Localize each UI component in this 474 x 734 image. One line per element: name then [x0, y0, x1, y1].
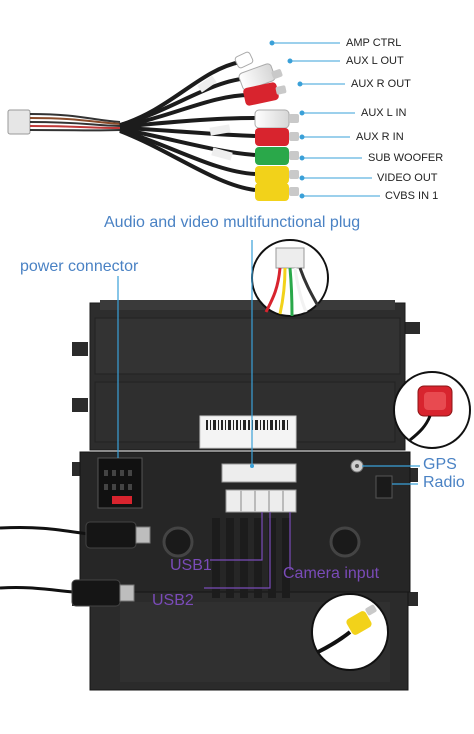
power-socket-pins	[104, 470, 132, 490]
av-socket-lower	[225, 489, 297, 513]
rca-plug-amp-ctrl	[234, 51, 254, 69]
label-cvbs-in-1: CVBS IN 1	[385, 190, 439, 202]
label-video-out: VIDEO OUT	[377, 172, 438, 184]
barcode-bars	[206, 420, 288, 430]
label-sub-woofer: SUB WOOFER	[368, 152, 444, 164]
radio-socket	[375, 475, 393, 499]
heading-av-plug: Audio and video multifunctional plug	[104, 214, 361, 231]
label-power-connector: power connector	[20, 258, 139, 275]
rca-plug-aux-l-in	[254, 109, 299, 129]
rca-plug-cvbs-in	[255, 183, 299, 201]
harness-connector-block	[7, 109, 31, 135]
inset-camera-rca	[311, 593, 389, 671]
harness-tag	[197, 75, 217, 93]
label-amp-ctrl: AMP CTRL	[346, 37, 402, 49]
left-knob	[162, 526, 194, 558]
upper-panel	[94, 317, 401, 375]
harness-tag	[211, 147, 233, 161]
inset-gps-antenna	[393, 371, 471, 449]
unit-callout-lines-purple	[204, 512, 291, 589]
mount-tab	[72, 398, 88, 412]
mount-tab	[72, 342, 88, 356]
harness-cables	[119, 60, 256, 192]
label-aux-r-in: AUX R IN	[356, 131, 404, 143]
label-radio: Radio	[423, 474, 465, 491]
inset-av-plug	[251, 239, 329, 317]
harness-tag	[209, 124, 231, 136]
label-aux-l-out: AUX L OUT	[346, 55, 404, 67]
label-gps: GPS	[423, 456, 457, 473]
av-socket-divisions	[240, 490, 284, 512]
label-camera-input: Camera input	[283, 565, 380, 582]
head-unit-back	[72, 300, 420, 691]
rca-plug-sub-woofer	[255, 147, 299, 165]
usb-cables	[0, 521, 151, 607]
label-usb2: USB2	[152, 592, 194, 609]
mount-tab	[402, 322, 420, 334]
rca-plug-aux-r-out	[243, 82, 287, 106]
cable-pointer-lines	[269, 40, 380, 199]
unit-callout-lines	[117, 240, 420, 485]
harness-wires	[29, 113, 121, 132]
label-usb1: USB1	[170, 557, 212, 574]
fuse-red	[112, 496, 132, 504]
label-aux-l-in: AUX L IN	[361, 107, 407, 119]
usb2-plug	[71, 579, 121, 607]
heatsink-fins	[212, 518, 290, 598]
rca-harness	[7, 51, 299, 201]
rca-plug-video-out	[255, 166, 299, 184]
av-socket-upper	[221, 463, 297, 483]
rca-plug-aux-r-in	[255, 128, 299, 146]
right-knob	[329, 526, 361, 558]
label-aux-r-out: AUX R OUT	[351, 78, 411, 90]
usb1-plug	[85, 521, 137, 549]
